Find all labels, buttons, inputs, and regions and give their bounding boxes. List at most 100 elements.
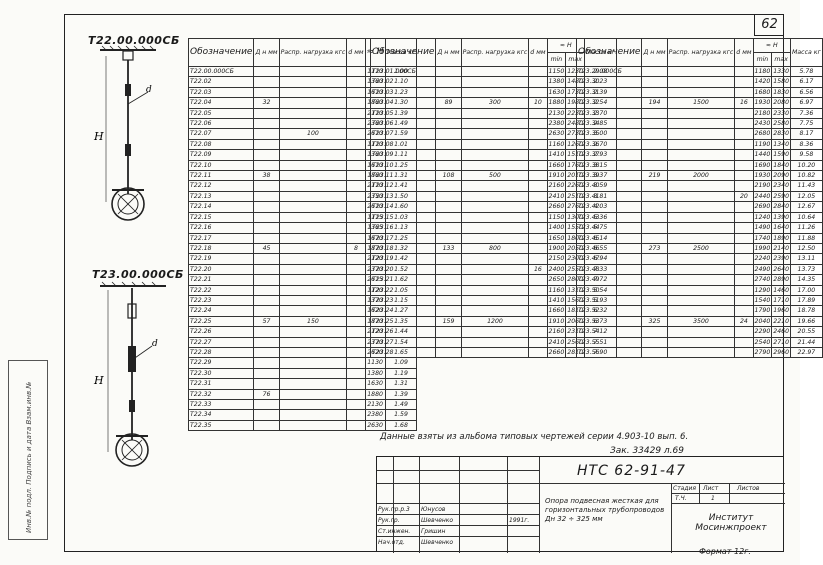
cell-hmax: 2590 <box>771 190 792 203</box>
cell-mass: 6.17 <box>790 76 823 88</box>
cell-hmin: 1420 <box>752 76 773 88</box>
cell-designation: Т23.30 <box>575 76 643 88</box>
cell-designation: Т23.23 <box>369 294 437 307</box>
cell-hmin: 2040 <box>752 315 773 328</box>
cell-designation: Т23.09 <box>369 149 437 161</box>
cell-dn <box>641 346 668 359</box>
cell-designation: Т22.30 <box>187 367 255 380</box>
cell-hmin: 1930 <box>752 170 773 182</box>
cell-hmin: 1790 <box>752 305 773 317</box>
cell-dn <box>641 294 668 307</box>
cell-designation: Т23.56 <box>575 346 643 359</box>
cell-mass: 1.09 <box>384 357 418 369</box>
cell-hmin: 2290 <box>752 326 773 338</box>
cell-designation: Т22.17 <box>187 232 255 244</box>
cell-dn <box>641 107 668 120</box>
cell-designation: Т23.13 <box>369 190 437 203</box>
cell-h: 1880 <box>364 388 386 401</box>
cell-hmax: 1640 <box>771 222 792 234</box>
cell-span <box>460 201 530 213</box>
cell-dn <box>253 336 280 348</box>
cell-designation: Т23.51 <box>575 294 643 307</box>
cell-span <box>278 346 348 359</box>
cell-designation: Т22.09 <box>187 149 255 161</box>
dim-d-label-2: d <box>152 339 158 349</box>
cell-hmin: 1990 <box>752 242 773 255</box>
cell-d <box>346 419 366 432</box>
cell-span <box>278 326 348 338</box>
cell-hmax: 2330 <box>771 107 792 120</box>
cell-designation: Т22.32 <box>187 388 255 401</box>
signer-name-4: Шевченко <box>421 539 454 546</box>
th-span: Распр. нагрузка кгс <box>666 38 736 67</box>
cell-d <box>528 222 548 234</box>
cell-dn <box>253 378 280 390</box>
cell-designation: Т23.21 <box>369 274 437 286</box>
cell-d <box>346 170 366 182</box>
cell-h: 2130 <box>364 398 386 411</box>
cell-dn <box>253 159 280 172</box>
cell-d <box>734 149 754 161</box>
cell-span <box>278 138 348 151</box>
cell-d <box>346 305 366 317</box>
cell-span <box>460 211 530 224</box>
cell-designation: Т23.29.000СБ <box>575 65 643 78</box>
cell-span <box>278 86 348 99</box>
cell-hmin: 1190 <box>752 138 773 151</box>
cell-designation: Т23.52 <box>575 305 643 317</box>
cell-dn <box>435 65 462 78</box>
cell-span <box>460 180 530 192</box>
cell-d <box>734 253 754 265</box>
cell-d <box>734 138 754 151</box>
cell-span: 150 <box>278 315 348 328</box>
cell-d <box>734 170 754 182</box>
cell-hmin: 1630 <box>546 86 567 99</box>
cell-dn <box>641 284 668 296</box>
cell-hmax: 2080 <box>771 97 792 109</box>
cell-d <box>528 65 548 78</box>
cell-hmin: 1150 <box>546 211 567 224</box>
cell-span <box>460 284 530 296</box>
cell-dn <box>253 211 280 224</box>
cell-designation: Т23.36 <box>575 138 643 151</box>
cell-d <box>734 76 754 88</box>
cell-designation: Т22.07 <box>187 128 255 140</box>
cell-designation: Т23.11 <box>369 170 437 182</box>
cell-d <box>346 65 366 78</box>
hanger-drawing-1: d H <box>93 45 156 221</box>
cell-designation: Т22.02 <box>187 76 255 88</box>
cell-span <box>460 326 530 338</box>
cell-span <box>460 263 530 276</box>
cell-dn <box>253 201 280 213</box>
cell-hmin: 1740 <box>752 232 773 244</box>
cell-designation: Т22.05 <box>187 107 255 120</box>
cell-dn: 89 <box>435 97 462 109</box>
cell-span <box>278 97 348 109</box>
cell-span <box>278 378 348 390</box>
cell-dn <box>435 232 462 244</box>
cell-dn <box>641 232 668 244</box>
cell-span <box>666 274 736 286</box>
cell-mass: 17.89 <box>790 294 823 307</box>
cell-mass: 12.50 <box>790 242 823 255</box>
cell-d <box>346 346 366 359</box>
cell-dn <box>253 107 280 120</box>
cell-dn <box>641 222 668 234</box>
cell-hmax: 2340 <box>771 180 792 192</box>
cell-dn: 45 <box>253 242 280 255</box>
cell-span: 500 <box>460 170 530 182</box>
cell-dn: 325 <box>641 315 668 328</box>
cell-d <box>734 305 754 317</box>
cell-designation: Т22.03 <box>187 86 255 99</box>
cell-designation: Т22.16 <box>187 222 255 234</box>
cell-designation: Т23.46 <box>575 242 643 255</box>
cell-d <box>734 201 754 213</box>
cell-d <box>528 138 548 151</box>
cell-h: 1630 <box>364 378 386 390</box>
cell-d <box>528 180 548 192</box>
